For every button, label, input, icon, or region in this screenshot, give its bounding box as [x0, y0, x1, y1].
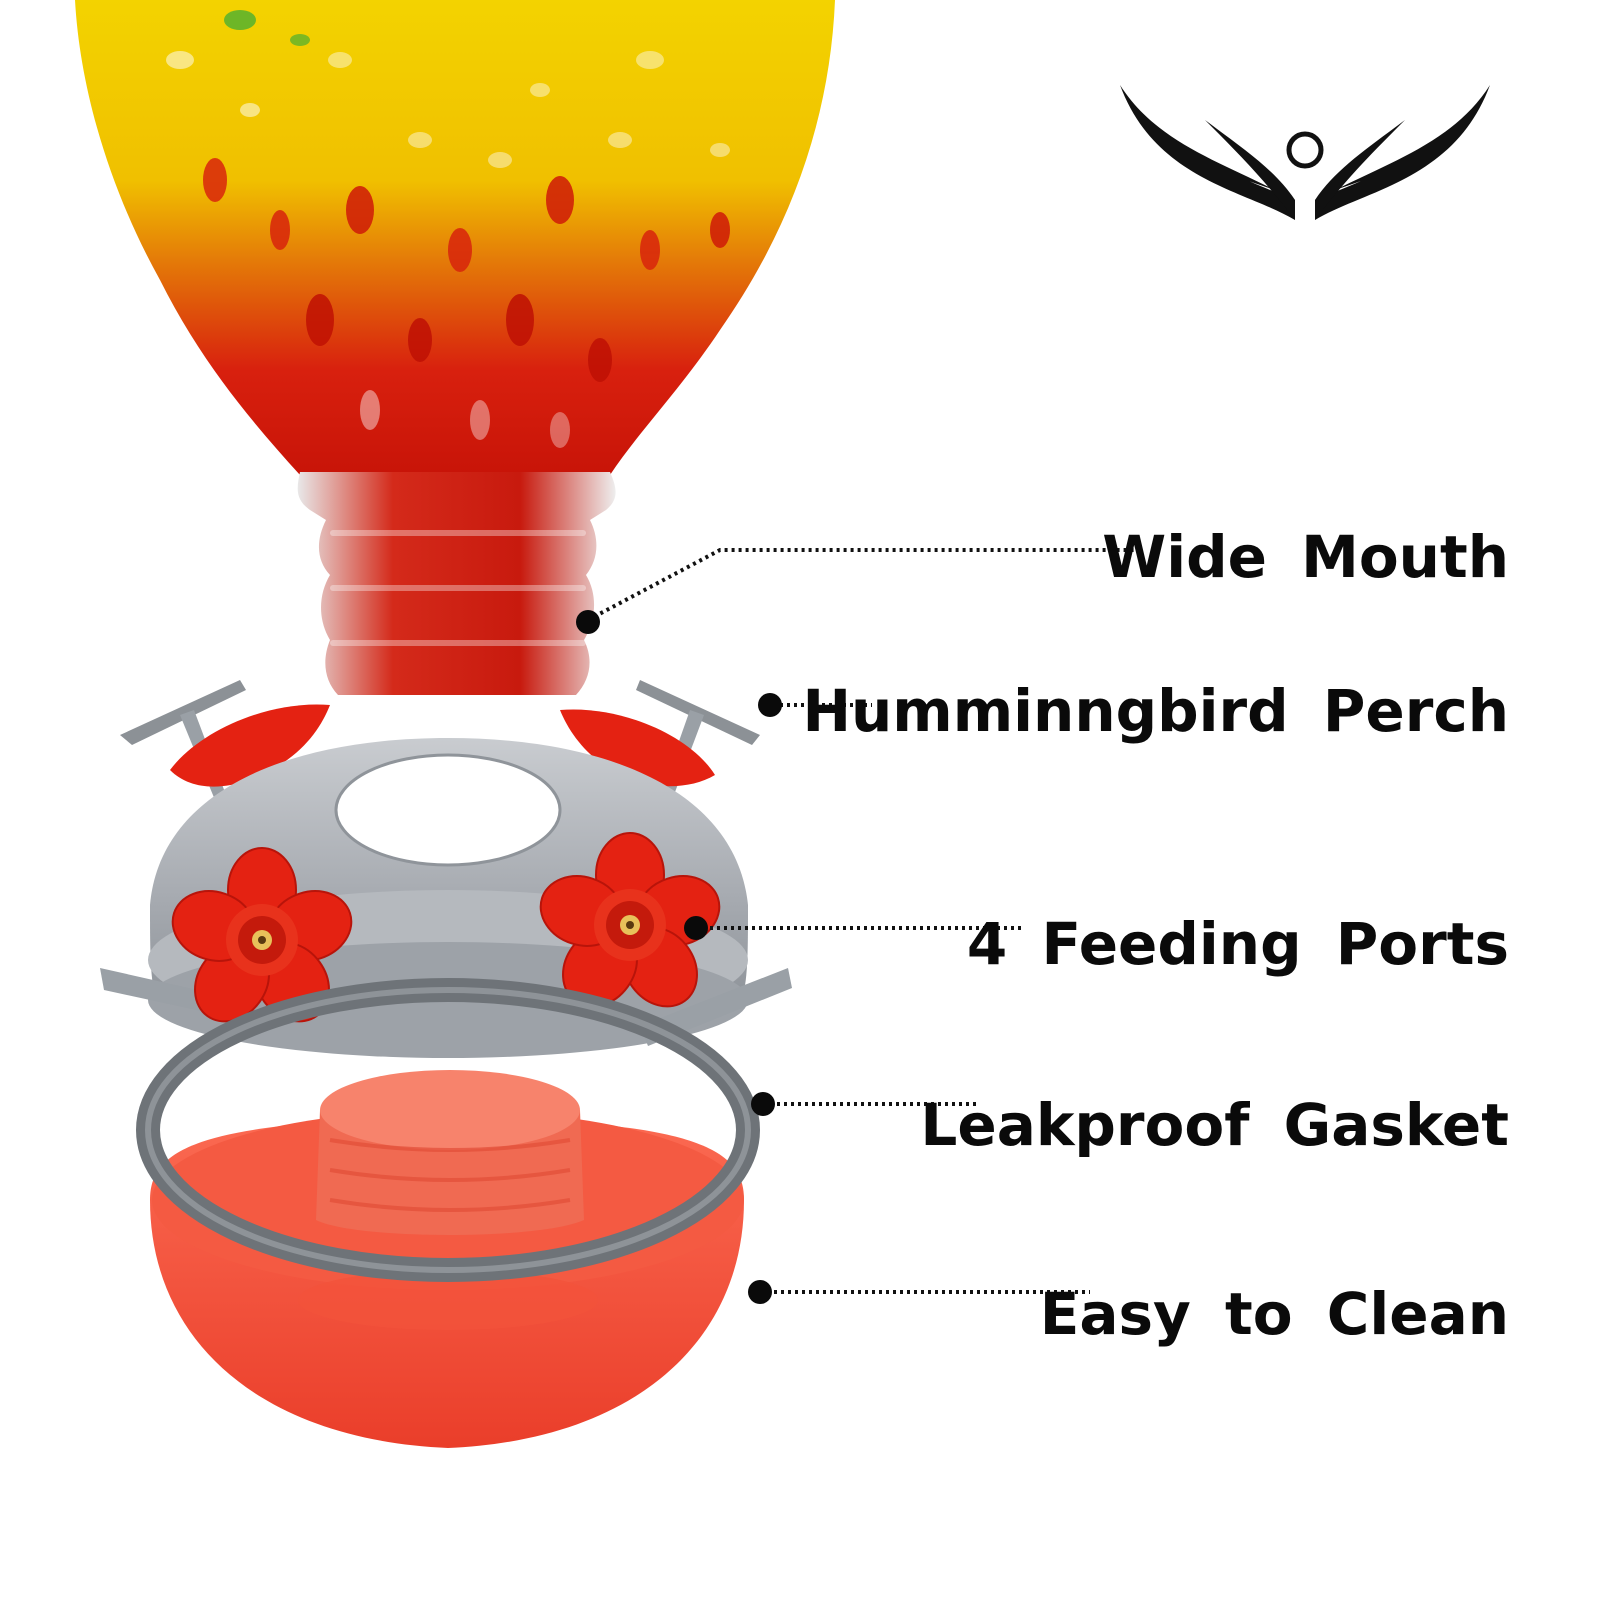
callout-wide-mouth: Wide Mouth — [1102, 523, 1509, 591]
wings-logo-icon — [1120, 85, 1490, 220]
feeding-port-left — [171, 847, 353, 1023]
flower-back-left — [170, 704, 330, 787]
callout-hummingbird-perch: Humminngbird Perch — [802, 677, 1509, 745]
glass-bottle — [75, 0, 835, 695]
callout-feeding-ports: 4 Feeding Ports — [966, 910, 1509, 978]
callout-leakproof-gasket: Leakproof Gasket — [920, 1091, 1509, 1159]
red-base — [150, 1070, 744, 1448]
flower-back-right — [560, 709, 715, 787]
feeding-port-right — [539, 832, 721, 1008]
callout-easy-to-clean: Easy to Clean — [1039, 1280, 1509, 1348]
callout-leaders — [587, 548, 1138, 1294]
callout-dot-icon — [576, 610, 782, 1304]
gasket-ring — [136, 978, 760, 1282]
